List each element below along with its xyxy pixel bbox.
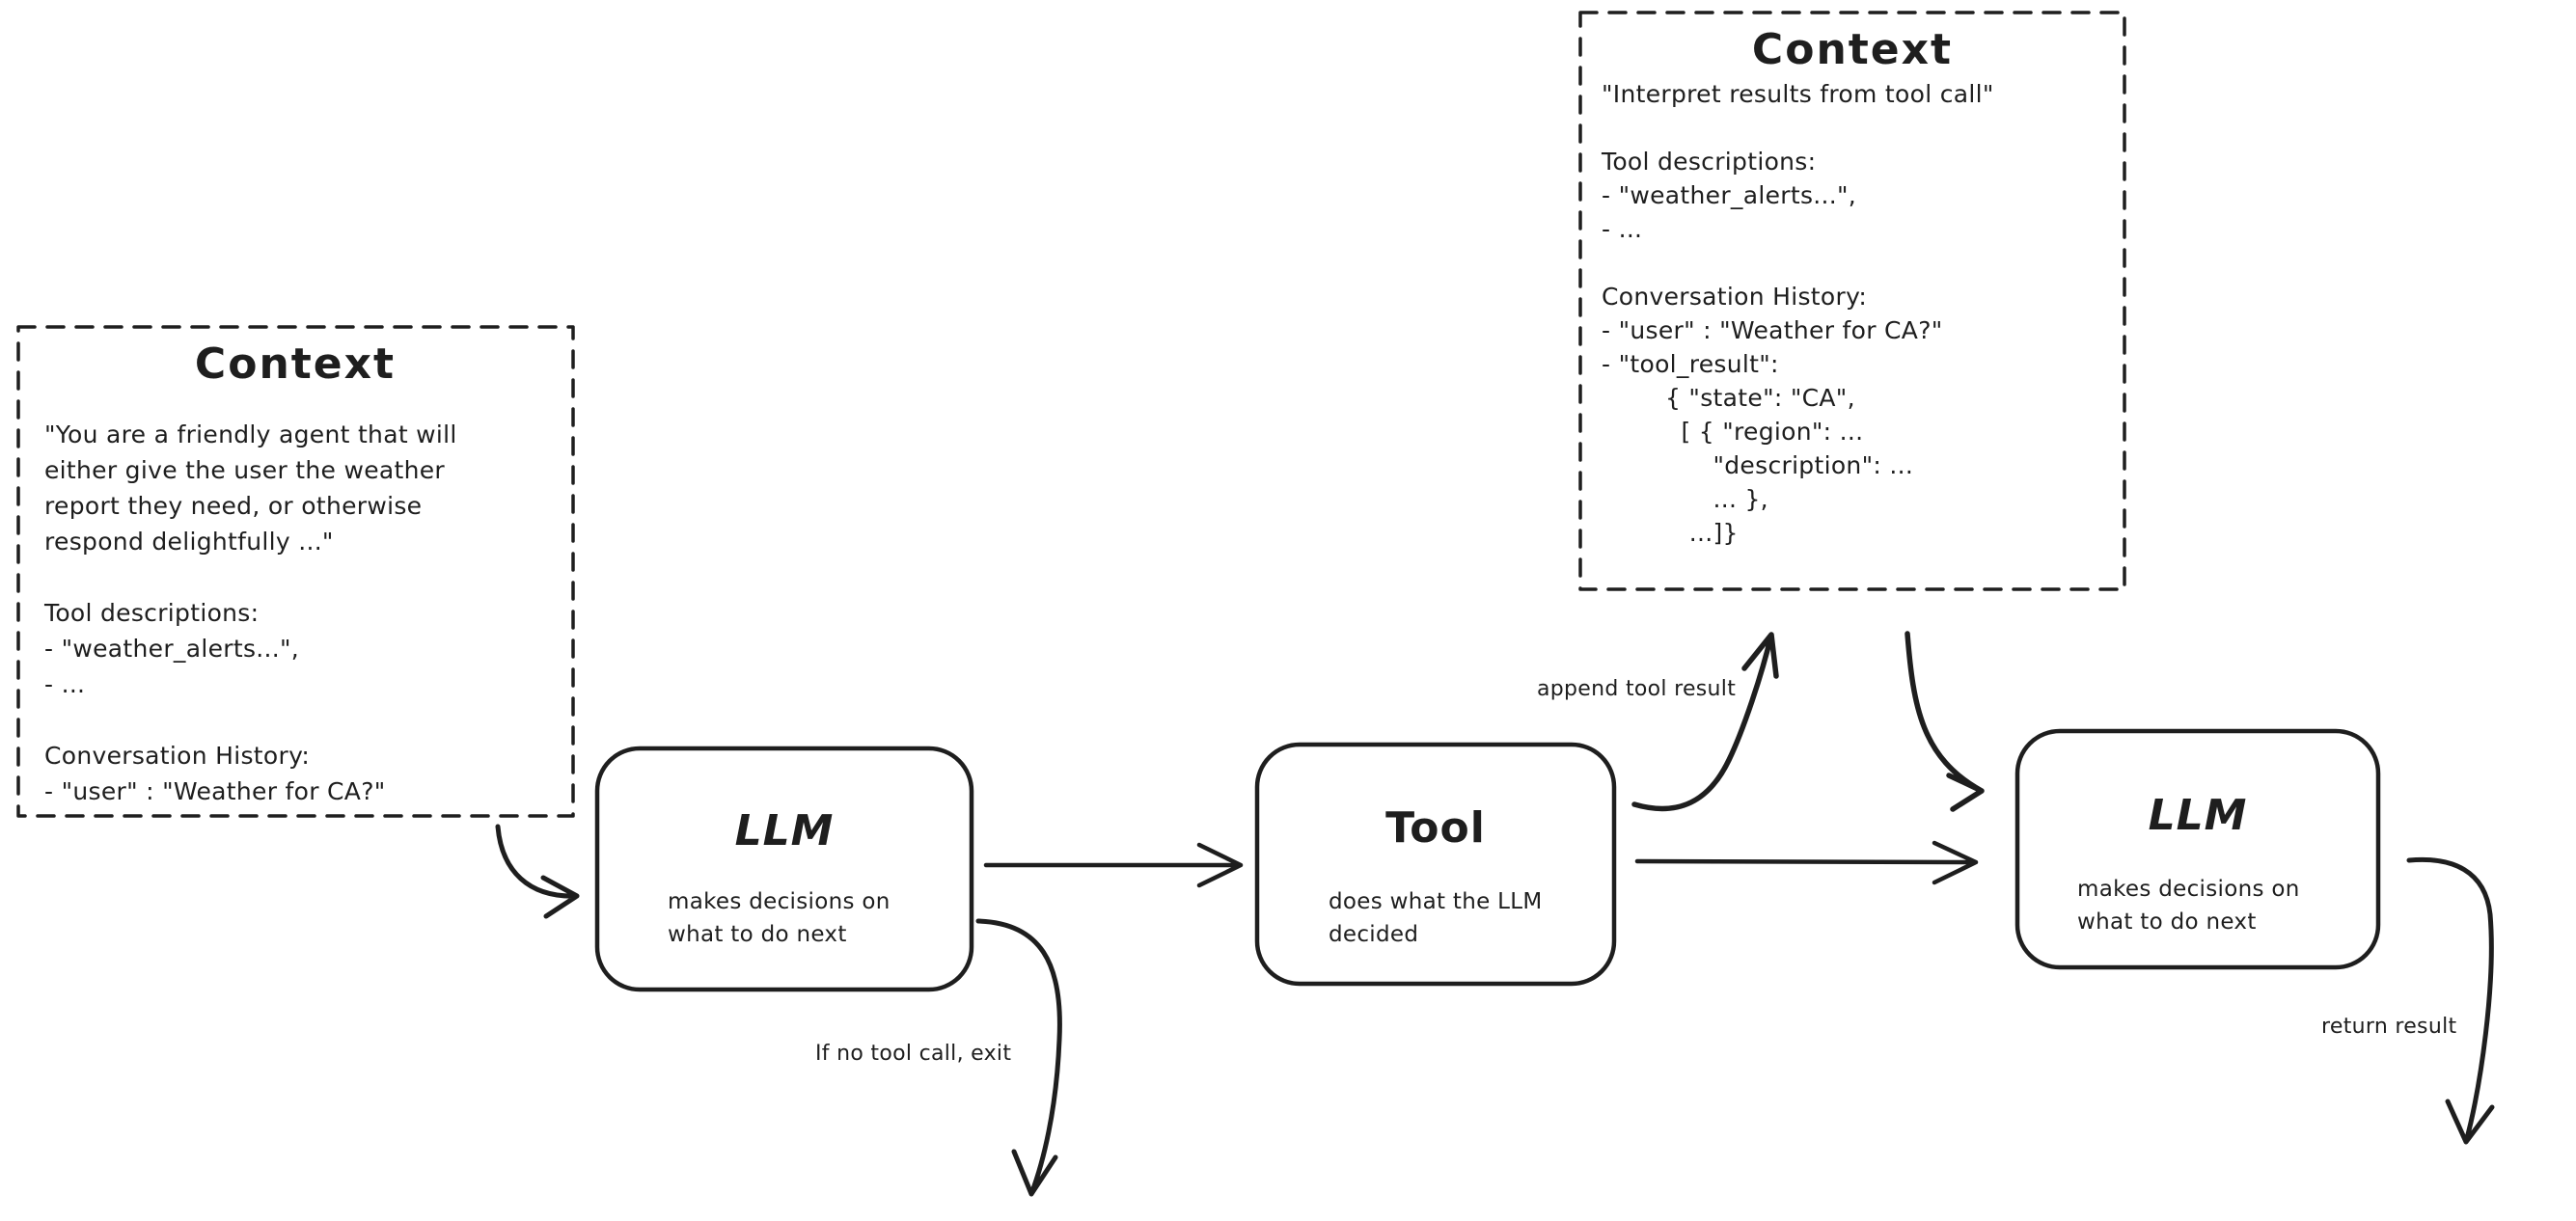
arrow-tool-to-llm2 — [1634, 840, 1979, 885]
append-tool-result-label: append tool result — [1537, 677, 1737, 701]
llm2-node-title: LLM — [2148, 791, 2248, 840]
arrow-context-to-llm1 — [495, 824, 580, 919]
llm1-node-title: LLM — [734, 806, 835, 855]
context-system-title: Context — [194, 339, 397, 389]
return-result-label: return result — [2321, 1015, 2457, 1039]
arrow-llm1-exit — [975, 918, 1062, 1197]
context-tool-result-box-border — [1578, 11, 2126, 591]
arrow-llm1-to-tool — [983, 842, 1244, 888]
llm-node-2-box — [2014, 728, 2381, 970]
tool-node-title: Tool — [1385, 803, 1486, 853]
arrow-llm2-return — [2406, 856, 2495, 1145]
llm2-node-subtitle: makes decisions on what to do next — [2077, 877, 2300, 935]
llm-node-1-box — [594, 746, 974, 992]
context-tool-result-title: Context — [1751, 25, 1954, 74]
if-no-tool-call-label: If no tool call, exit — [815, 1042, 1012, 1066]
context-tool-result-body: "Interpret results from tool call" Tool … — [1602, 80, 1994, 547]
tool-node-subtitle: does what the LLM decided — [1329, 889, 1543, 947]
arrow-context-to-llm2 — [1905, 631, 1985, 812]
llm1-node-subtitle: makes decisions on what to do next — [668, 889, 891, 947]
tool-node-box — [1254, 742, 1617, 987]
context-system-box-border — [16, 325, 575, 818]
context-system-body: "You are a friendly agent that will eith… — [44, 421, 457, 805]
arrow-tool-to-context — [1631, 632, 1779, 812]
